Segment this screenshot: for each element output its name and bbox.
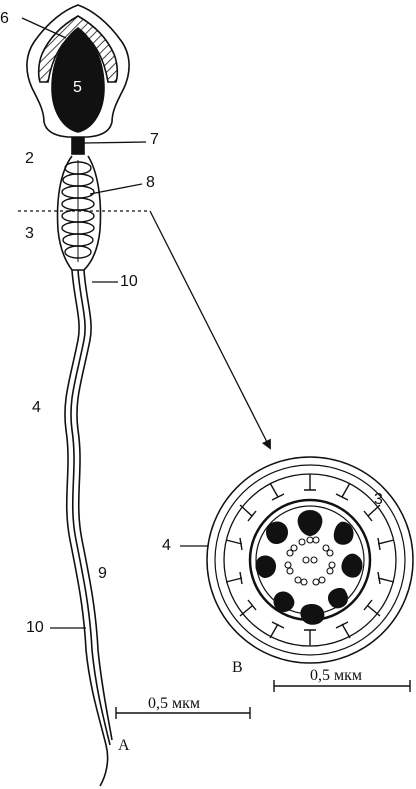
plasma-membrane: [206, 456, 414, 664]
label-10-top: 10: [120, 273, 138, 290]
scale-label-a: 0,5 мкм: [148, 695, 201, 712]
label-a: А: [118, 737, 130, 754]
label-3-right: 3: [374, 491, 383, 508]
head-outline: [26, 4, 130, 138]
outer-dense-fibers: [255, 510, 363, 625]
mitochondrial-projections: [225, 474, 395, 646]
proximal-centriole: [71, 137, 85, 155]
scale-label-b: 0,5 мкм: [310, 667, 363, 684]
sperm-longitudinal-view: [21, 4, 147, 787]
label-10-bottom: 10: [26, 619, 44, 636]
tail-strand-a: [64, 269, 109, 787]
tail-strand-b: [70, 269, 111, 746]
label-2-left: 2: [25, 150, 34, 167]
label-4-right: 4: [162, 537, 171, 554]
label-7: 7: [150, 131, 159, 148]
label-8: 8: [146, 174, 155, 191]
label-5: 5: [73, 79, 82, 96]
label-2-right: 2: [275, 564, 284, 581]
label-6: 6: [0, 10, 9, 27]
tail-strand-c: [76, 269, 113, 741]
cross-section-view: [180, 456, 414, 664]
label-b: В: [232, 659, 243, 676]
section-arrow: [149, 210, 271, 450]
axoneme-microtubules: [284, 536, 336, 586]
label-4-left: 4: [32, 399, 41, 416]
nucleus: [51, 26, 105, 133]
label-3-left: 3: [25, 225, 34, 242]
label-9: 9: [98, 565, 107, 582]
